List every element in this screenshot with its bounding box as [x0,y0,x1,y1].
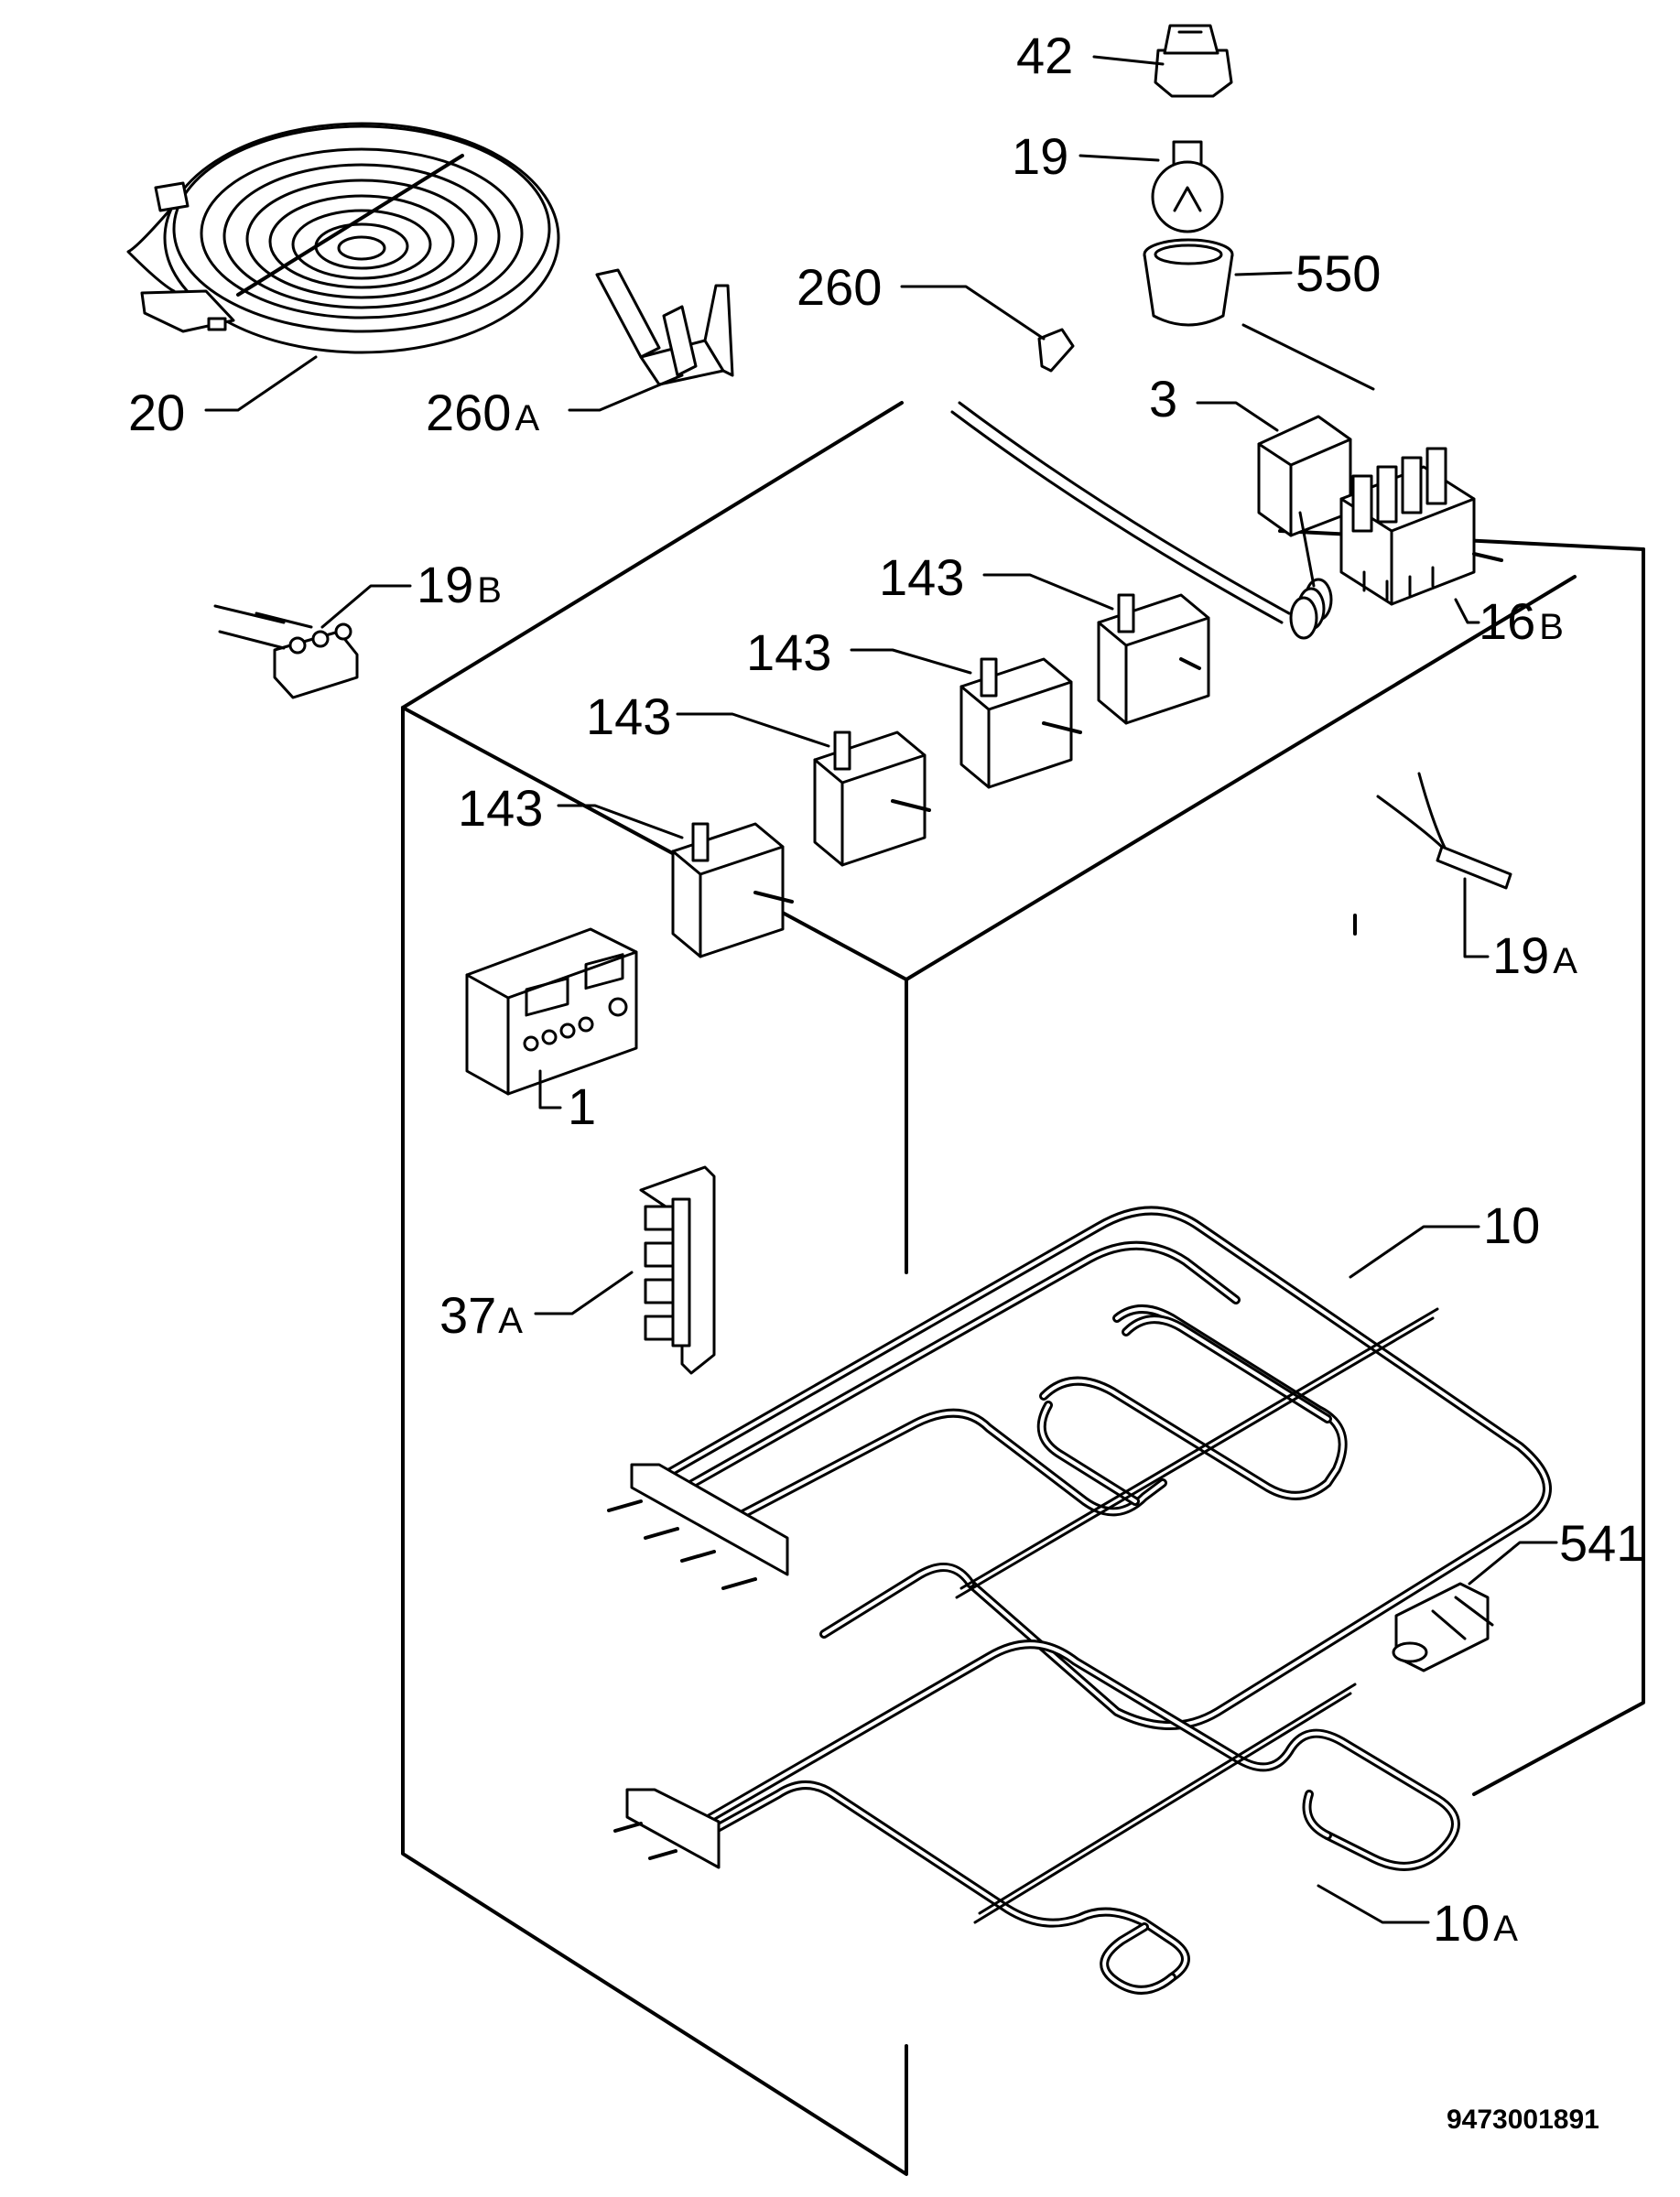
label-143-3: 143 [746,623,831,681]
part-260a-bracket [595,268,734,386]
part-550-lamp-glass [1143,238,1234,327]
part-20-radiant-hotplate [126,122,560,354]
part-10-grill-element [607,1206,1552,1730]
label-42: 42 [1016,27,1073,84]
label-550: 550 [1295,244,1381,302]
label-541: 541 [1559,1514,1644,1572]
label-1: 1 [568,1077,596,1135]
part-19-lamp-bulb [1151,140,1224,233]
part-541-connector [1392,1582,1494,1672]
part-143-energy-regulator-3 [959,657,1082,789]
part-42-lamp-holder [1154,24,1233,98]
part-143-energy-regulator-1 [671,822,794,958]
label-143-2: 143 [586,687,671,745]
document-number: 9473001891 [1447,2105,1599,2135]
part-19a-sensor [1376,772,1512,890]
part-143-energy-regulator-4 [1097,593,1210,725]
part-19b-terminal-block [213,604,359,699]
part-260-clip [1037,328,1075,373]
label-3: 3 [1149,370,1177,427]
label-143-1: 143 [458,779,543,837]
label-20: 20 [128,384,185,441]
part-10a-bottom-element [613,1640,1460,1995]
label-260: 260 [797,258,882,316]
part-143-energy-regulator-2 [813,731,931,867]
part-3-thermostat [950,401,1352,640]
part-1-electronic-timer [465,927,638,1096]
label-143-4: 143 [879,548,964,606]
part-16b-selector-switch [1339,447,1503,606]
label-37a: 37A [439,1286,523,1344]
label-19: 19 [1012,127,1068,185]
label-10: 10 [1483,1196,1540,1254]
cabinet-outline [401,401,1645,2176]
part-37a-terminal-strip [639,1165,716,1375]
